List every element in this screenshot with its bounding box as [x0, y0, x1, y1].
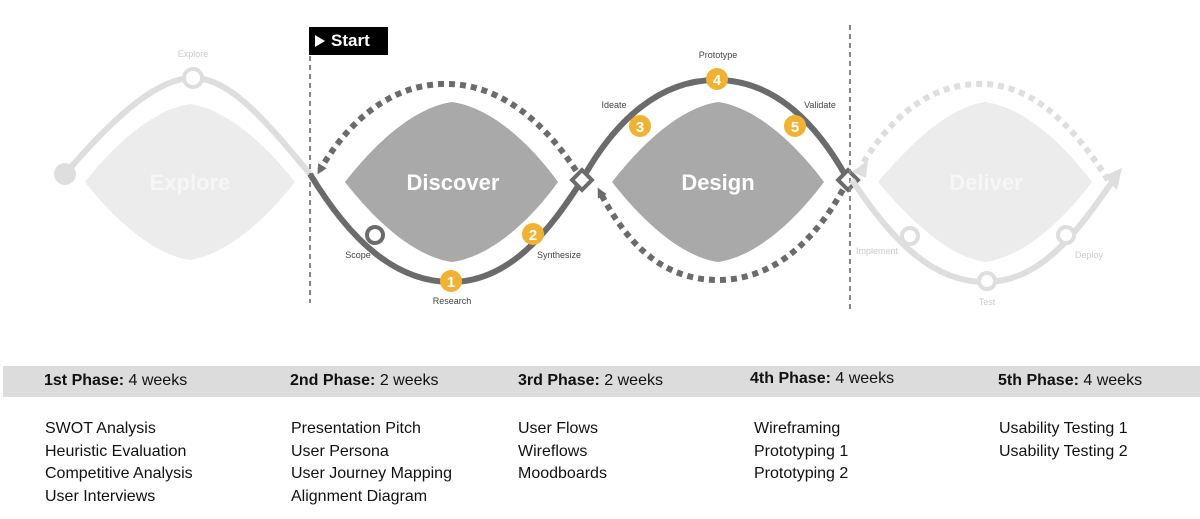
- deliver-stage-label: Deliver: [949, 170, 1023, 195]
- discover-design-junction: [569, 167, 595, 193]
- implement-node: [900, 226, 920, 246]
- design-dotted-return: [597, 178, 851, 284]
- synthesize-badge: [522, 223, 544, 245]
- phase-2-activities: Presentation Pitch User Persona User Jou…: [291, 418, 452, 508]
- list-item: User Journey Mapping: [291, 465, 452, 482]
- phase-4-activities: Wireframing Prototyping 1 Prototyping 2: [754, 418, 848, 486]
- discover-shape: [345, 102, 558, 262]
- explore-step-label: Explore: [178, 49, 209, 59]
- explore-node: [182, 67, 204, 89]
- test-label: Test: [979, 297, 996, 307]
- list-item: Presentation Pitch: [291, 420, 421, 437]
- phase-2-title: 2nd Phase:: [290, 372, 376, 389]
- list-item: User Persona: [291, 442, 389, 460]
- phase-2-duration: 2 weeks: [379, 372, 439, 389]
- design-shape: [612, 102, 824, 262]
- phase-header-bar: [3, 366, 1200, 397]
- implement-label: Implement: [856, 246, 899, 256]
- list-item: Heuristic Evaluation: [45, 442, 187, 460]
- synthesize-number: 2: [529, 227, 537, 244]
- deliver-dotted-return: [859, 80, 1111, 182]
- phase-1-duration: 4 weeks: [128, 372, 188, 389]
- research-label: Research: [433, 296, 472, 306]
- list-item: Wireflows: [518, 442, 588, 460]
- list-item: User Interviews: [45, 487, 156, 505]
- list-item: Competitive Analysis: [45, 465, 193, 482]
- deliver-arrowhead: [1104, 168, 1122, 190]
- deliver-shape: [878, 102, 1092, 262]
- validate-badge: [784, 115, 806, 137]
- phase-1-title: 1st Phase:: [44, 372, 125, 389]
- phase-3-activities: User Flows Wireflows Moodboards: [518, 418, 607, 486]
- discover-stage-label: Discover: [407, 170, 500, 195]
- phase-1-activities: SWOT Analysis Heuristic Evaluation Compe…: [45, 418, 193, 508]
- ideate-number: 3: [636, 119, 644, 136]
- prototype-number: 4: [713, 72, 722, 89]
- phase-5-header: 5th Phase: 4 weeks: [998, 372, 1142, 390]
- list-item: Usability Testing 1: [999, 420, 1128, 437]
- phase-1-header: 1st Phase: 4 weeks: [44, 372, 187, 390]
- scope-node: [365, 225, 385, 245]
- validate-number: 5: [791, 119, 799, 136]
- start-badge: Start: [309, 27, 388, 55]
- list-item: Prototyping 2: [754, 465, 849, 482]
- explore-shape: [85, 104, 295, 260]
- deploy-label: Deploy: [1075, 250, 1104, 260]
- phase-5-duration: 4 weeks: [1083, 372, 1143, 389]
- test-node: [977, 271, 997, 291]
- phase-3-title: 3rd Phase:: [518, 372, 600, 389]
- double-diamond-diagram: Explore Explore Scope 1 Research 2 Synth…: [54, 25, 1122, 310]
- list-item: User Flows: [518, 420, 599, 437]
- ideate-badge: [629, 115, 651, 137]
- start-label: Start: [331, 31, 370, 50]
- phase-4-title: 4th Phase:: [750, 370, 831, 387]
- validate-label: Validate: [804, 100, 836, 110]
- scope-label: Scope: [345, 250, 371, 260]
- deploy-node: [1056, 225, 1076, 245]
- list-item: SWOT Analysis: [45, 420, 156, 437]
- prototype-label: Prototype: [699, 50, 738, 60]
- play-icon: [315, 35, 325, 47]
- phase-4-duration: 4 weeks: [835, 370, 895, 387]
- phase-3-header: 3rd Phase: 2 weeks: [518, 372, 663, 390]
- ideate-label: Ideate: [601, 100, 626, 110]
- phase-3-duration: 2 weeks: [604, 372, 663, 389]
- discover-dotted-return: [317, 80, 585, 182]
- synthesize-label: Synthesize: [537, 250, 581, 260]
- design-stage-label: Design: [681, 170, 754, 195]
- deliver-dotted-arrowhead: [852, 160, 868, 178]
- phase-5-activities: Usability Testing 1 Usability Testing 2: [999, 418, 1128, 463]
- explore-stage-label: Explore: [150, 170, 231, 195]
- research-number: 1: [447, 274, 455, 291]
- list-item: Alignment Diagram: [291, 487, 428, 505]
- phase-2-header: 2nd Phase: 2 weeks: [290, 372, 439, 390]
- list-item: Prototyping 1: [754, 442, 849, 460]
- research-badge: [440, 270, 462, 292]
- prototype-badge: [706, 68, 728, 90]
- explore-start-dot: [54, 163, 76, 185]
- phase-4-header: 4th Phase: 4 weeks: [750, 370, 894, 388]
- list-item: Wireframing: [754, 420, 841, 437]
- list-item: Moodboards: [518, 465, 607, 482]
- list-item: Usability Testing 2: [999, 442, 1128, 460]
- phase-5-title: 5th Phase:: [998, 372, 1079, 389]
